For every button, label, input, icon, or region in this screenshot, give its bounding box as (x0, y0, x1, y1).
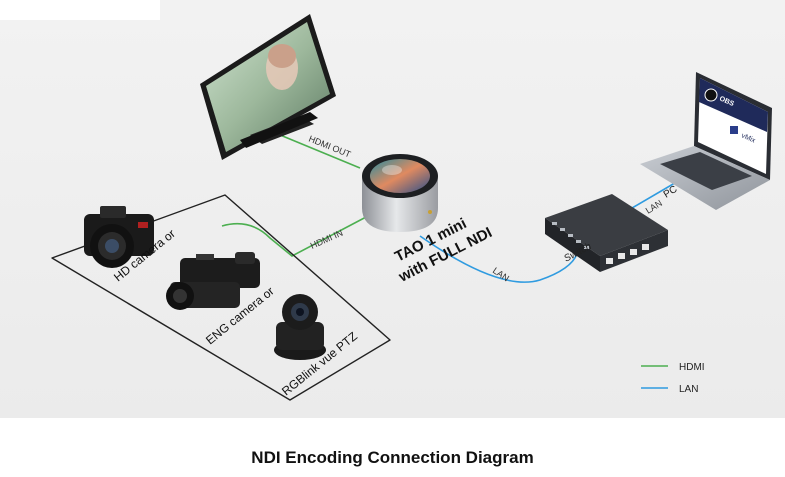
legend-lan-label: LAN (679, 384, 698, 395)
ptz-camera-icon (274, 294, 326, 360)
legend: HDMI LAN (641, 362, 705, 395)
lan-device-line (419, 235, 579, 283)
legend-hdmi-label: HDMI (679, 362, 705, 373)
tv-monitor-icon (200, 14, 336, 160)
network-switch-icon (545, 194, 668, 272)
hd-camera-icon (84, 206, 154, 268)
hdmi-out-line (267, 129, 361, 169)
pc-laptop-icon (640, 72, 772, 210)
hdmi-in-line (221, 215, 369, 257)
eng-camera-icon (166, 252, 260, 310)
connection-diagram: HDMI OUT HDMI IN LAN LAN Switch PC TAO 1… (0, 0, 785, 418)
tao-device-icon (362, 154, 438, 232)
obs-logo-icon (704, 88, 718, 102)
vmix-logo-icon (730, 126, 738, 134)
camera-group-frame (51, 194, 391, 401)
background-corner (0, 0, 160, 20)
diagram-caption: NDI Encoding Connection Diagram (251, 448, 534, 467)
